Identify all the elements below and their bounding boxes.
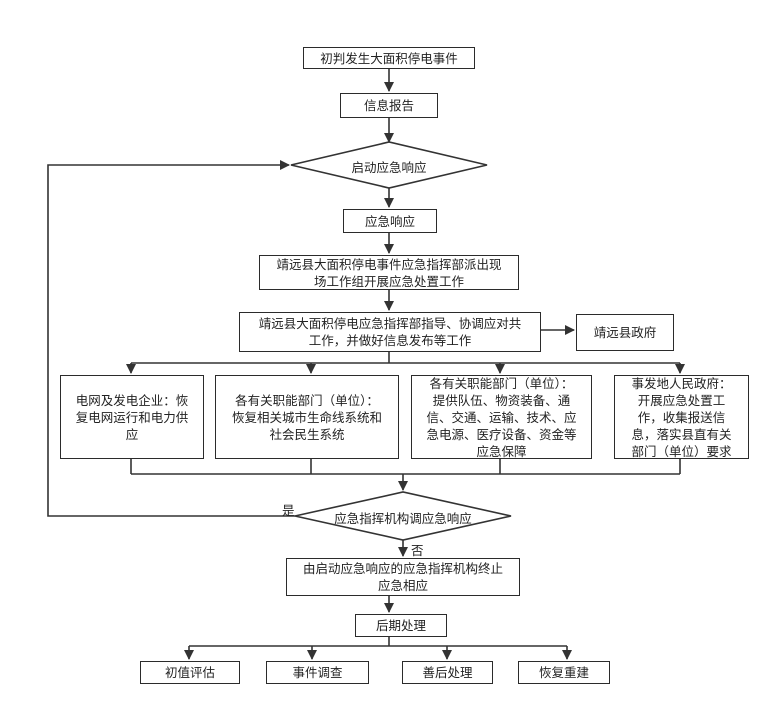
grid-box: 电网及发电企业：恢 复电网运行和电力供 应 bbox=[60, 375, 204, 459]
report-label: 信息报告 bbox=[363, 98, 414, 113]
terminate-box: 由启动应急响应的应急指挥机构终止 应急相应 bbox=[286, 558, 520, 596]
command-box: 靖远县大面积停电应急指挥部指导、协调应对共 工作，并做好信息发布等工作 bbox=[239, 312, 541, 352]
initial-event-box: 初判发生大面积停电事件 bbox=[303, 47, 475, 69]
report-box: 信息报告 bbox=[340, 93, 438, 118]
county-gov-label: 靖远县政府 bbox=[593, 325, 657, 340]
initial-event-label: 初判发生大面积停电事件 bbox=[320, 50, 458, 66]
response-box: 应急响应 bbox=[343, 209, 437, 233]
dept-support-box: 各有关职能部门（单位）： 提供队伍、物资装备、通 信、交通、运输、技术、应 急电… bbox=[411, 375, 592, 459]
start-decision-shape bbox=[290, 141, 488, 189]
rebuild-label: 恢复重建 bbox=[538, 665, 589, 680]
post-label: 后期处理 bbox=[375, 618, 426, 633]
no-label: 否 bbox=[411, 543, 424, 558]
rebuild-box: 恢复重建 bbox=[518, 661, 610, 684]
post-box: 后期处理 bbox=[355, 614, 447, 637]
investigate-label: 事件调查 bbox=[292, 665, 343, 680]
adjust-decision-label: 应急指挥机构调应急响应 bbox=[334, 511, 472, 526]
arrow-yes-loop bbox=[47, 160, 295, 517]
investigate-box: 事件调查 bbox=[266, 661, 369, 684]
start-decision-label: 启动应急响应 bbox=[351, 160, 427, 175]
aftermath-box: 善后处理 bbox=[402, 661, 493, 684]
adjust-decision-shape bbox=[294, 491, 512, 541]
eval-label: 初值评估 bbox=[164, 665, 215, 680]
eval-box: 初值评估 bbox=[140, 661, 240, 684]
dept-city-box: 各有关职能部门（单位）： 恢复相关城市生命线系统和 社会民生系统 bbox=[215, 375, 399, 459]
aftermath-label: 善后处理 bbox=[422, 665, 473, 680]
yes-label: 是 bbox=[282, 503, 295, 518]
county-gov-box: 靖远县政府 bbox=[576, 314, 674, 351]
response-label: 应急响应 bbox=[364, 213, 415, 229]
field-team-box: 靖远县大面积停电事件应急指挥部派出现 场工作组开展应急处置工作 bbox=[259, 255, 519, 290]
local-gov-box: 事发地人民政府： 开展应急处置工 作，收集报送信 息，落实县直有关 部门（单位）… bbox=[614, 375, 749, 459]
